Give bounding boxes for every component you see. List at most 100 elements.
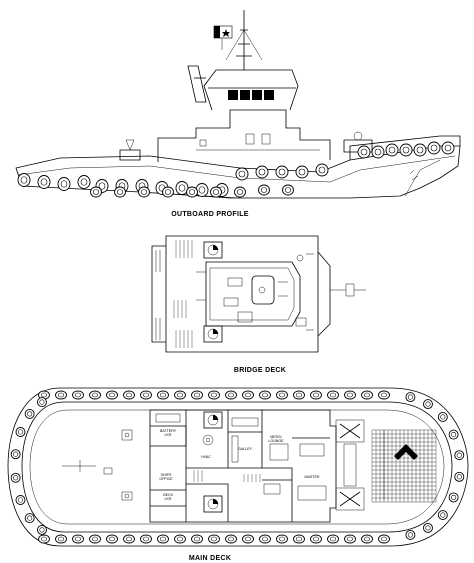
tire-fender-icon xyxy=(234,186,246,198)
tire-fender-icon xyxy=(295,165,309,179)
tire-fender-icon xyxy=(24,513,35,524)
tire-fender-icon xyxy=(15,495,26,505)
tire-fender-icon xyxy=(235,167,249,181)
tire-fender-icon xyxy=(454,471,465,482)
wheelhouse xyxy=(203,69,299,111)
tire-fender-icon xyxy=(17,173,31,187)
tire-fender-icon xyxy=(210,186,222,198)
tire-fender-icon xyxy=(242,534,254,544)
tire-fender-icon xyxy=(258,184,270,196)
tire-fender-icon xyxy=(405,529,416,540)
wheelhouse-window xyxy=(228,90,238,100)
main-deck-plan xyxy=(7,387,469,547)
bow-chevron xyxy=(394,444,418,460)
tire-fender-icon xyxy=(413,143,427,157)
tire-fender-icon xyxy=(255,165,269,179)
tire-fender-icon xyxy=(225,534,237,544)
tire-fender-icon xyxy=(77,175,91,189)
tire-fender-icon xyxy=(174,390,186,400)
tire-fender-icon xyxy=(437,510,448,520)
tire-fender-icon xyxy=(140,534,152,544)
foredeck-grating xyxy=(371,429,437,503)
tire-fender-icon xyxy=(357,145,371,159)
room-galley: GALLEY xyxy=(238,447,253,451)
tire-fender-icon xyxy=(24,408,35,419)
room-hvac: HVAC xyxy=(201,455,211,459)
tire-fender-icon xyxy=(242,390,254,400)
tire-fender-icon xyxy=(89,390,101,400)
tire-fender-icon xyxy=(191,534,203,544)
tire-fender-icon xyxy=(10,449,21,460)
room-mess-lounge: MESS/LOUNGE xyxy=(268,435,284,443)
tire-fender-icon xyxy=(195,183,209,197)
tire-fender-icon xyxy=(371,145,385,159)
main-deck-hull-outer xyxy=(7,387,469,547)
caption-bridge-deck: BRIDGE DECK xyxy=(234,367,286,374)
tire-fender-icon xyxy=(186,186,198,198)
main-deckhouse xyxy=(149,409,337,523)
tire-fender-icon xyxy=(405,392,416,403)
tire-fender-icon xyxy=(259,534,271,544)
tire-fender-icon xyxy=(276,534,288,544)
tire-fender-icon xyxy=(157,390,169,400)
deckhouse xyxy=(157,109,331,162)
wheelhouse-window xyxy=(240,90,250,100)
tire-fender-icon xyxy=(427,141,441,155)
tire-fender-icon xyxy=(114,186,126,198)
tire-fender-icon xyxy=(90,186,102,198)
tire-fender-icon xyxy=(37,175,51,189)
tire-fender-icon xyxy=(259,390,271,400)
tire-fender-icon xyxy=(437,412,448,422)
tire-fender-icon xyxy=(327,534,339,544)
tire-fender-icon xyxy=(89,534,101,544)
tire-fender-icon xyxy=(448,492,459,503)
tire-fender-icon xyxy=(72,390,84,400)
wheelhouse-window xyxy=(252,90,262,100)
bridge-deck-plan xyxy=(151,235,366,353)
tire-fender-icon xyxy=(344,390,356,400)
tire-fender-icon xyxy=(208,390,220,400)
tire-fender-icon xyxy=(310,390,322,400)
tire-fender-icon xyxy=(310,534,322,544)
tire-fender-icon xyxy=(361,390,373,400)
tire-fender-icon xyxy=(15,427,26,437)
tire-fender-icon xyxy=(454,450,465,461)
tire-fender-icon xyxy=(38,534,50,544)
tire-fender-icon xyxy=(72,534,84,544)
tire-fender-icon xyxy=(57,177,71,191)
flag-icon xyxy=(213,25,233,50)
tire-fender-icon xyxy=(138,186,150,198)
wheelhouse-window xyxy=(264,90,274,100)
tire-fender-icon xyxy=(55,390,67,400)
tire-fender-icon xyxy=(344,534,356,544)
tire-fender-icon xyxy=(10,472,21,483)
bow-winch xyxy=(335,419,365,511)
tire-fender-icon xyxy=(293,534,305,544)
tire-fender-icon xyxy=(399,143,413,157)
main-deck-fenders xyxy=(10,390,465,544)
tire-fender-icon xyxy=(37,524,47,535)
room-master: MASTER xyxy=(305,475,320,479)
tire-fender-icon xyxy=(123,534,135,544)
tire-fender-icon xyxy=(225,390,237,400)
outboard-profile xyxy=(15,10,461,199)
tire-fender-icon xyxy=(106,390,118,400)
profile-fenders xyxy=(17,141,455,198)
caption-outboard-profile: OUTBOARD PROFILE xyxy=(171,211,249,218)
tire-fender-icon xyxy=(106,534,118,544)
tire-fender-icon xyxy=(37,397,47,408)
tire-fender-icon xyxy=(123,390,135,400)
tire-fender-icon xyxy=(293,390,305,400)
tire-fender-icon xyxy=(315,163,329,177)
main-deck-hull-inner xyxy=(21,401,453,533)
caption-main-deck: MAIN DECK xyxy=(189,555,231,562)
tire-fender-icon xyxy=(275,165,289,179)
tire-fender-icon xyxy=(282,184,294,196)
tire-fender-icon xyxy=(423,399,433,410)
mast-icon xyxy=(236,10,252,70)
tire-fender-icon xyxy=(208,534,220,544)
tire-fender-icon xyxy=(385,143,399,157)
